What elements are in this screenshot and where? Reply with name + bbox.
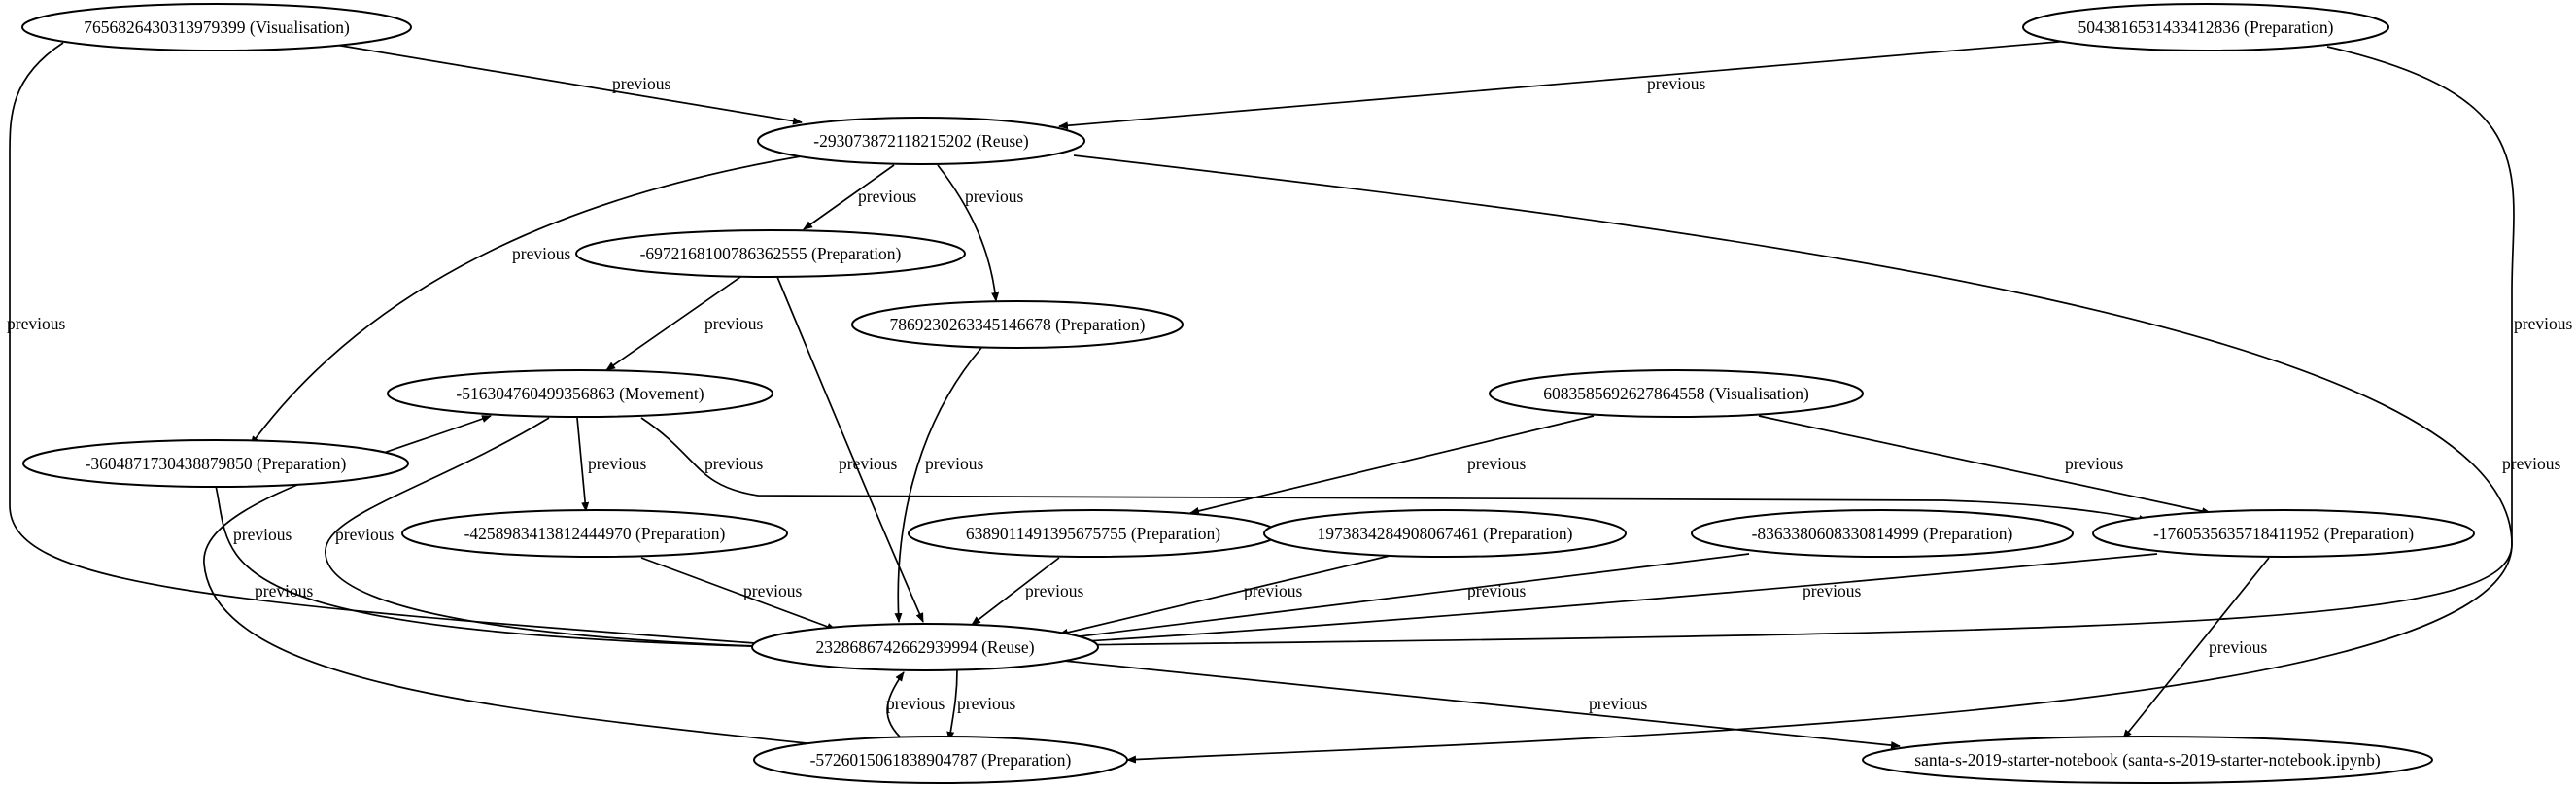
edge-preptop-to-reuse1: previous bbox=[1058, 40, 2071, 130]
edge-label: previous bbox=[512, 244, 570, 263]
node-visualisation-6083585692627864558[interactable]: 6083585692627864558 (Visualisation) bbox=[1489, 369, 1864, 418]
edge-vis1-to-reuse1: previous bbox=[334, 44, 803, 125]
edge-label: previous bbox=[839, 454, 897, 473]
node-label: -5726015061838904787 (Preparation) bbox=[810, 750, 1072, 770]
edge-label: previous bbox=[588, 454, 646, 473]
edge-prep638-to-reuse2: previous bbox=[971, 557, 1083, 626]
edge-mov-to-prep425: previous bbox=[576, 417, 646, 512]
node-label: -4258983413812444970 (Preparation) bbox=[464, 524, 726, 543]
edge-mov-to-prep176: previous bbox=[640, 417, 2148, 523]
node-preparation-1760535635718411952[interactable]: -1760535635718411952 (Preparation) bbox=[2092, 509, 2475, 558]
node-label: 2328686742662939994 (Reuse) bbox=[815, 637, 1034, 657]
node-label: 1973834284908067461 (Preparation) bbox=[1318, 524, 1573, 543]
edge-preptop-to-reuse2: previous bbox=[1063, 46, 2572, 649]
edge-label: previous bbox=[886, 694, 945, 713]
node-label: -293073872118215202 (Reuse) bbox=[813, 131, 1029, 151]
node-preparation-5043816531433412836[interactable]: 5043816531433412836 (Preparation) bbox=[2022, 3, 2389, 51]
node-visualisation-7656826430313979399[interactable]: 7656826430313979399 (Visualisation) bbox=[21, 3, 412, 51]
node-label: 6389011491395675755 (Preparation) bbox=[966, 524, 1220, 543]
edge-prep572-to-reuse2: previous bbox=[886, 671, 945, 741]
node-preparation-8363380608330814999[interactable]: -8363380608330814999 (Preparation) bbox=[1691, 509, 2074, 558]
edge-label: previous bbox=[233, 525, 292, 544]
edge-label: previous bbox=[1589, 694, 1647, 713]
edge-label: previous bbox=[2502, 454, 2560, 473]
edge-reuse1-to-prep572: previous bbox=[1073, 154, 2560, 764]
edge-label: previous bbox=[957, 694, 1015, 713]
node-label: 5043816531433412836 (Preparation) bbox=[2078, 17, 2334, 37]
edge-label: previous bbox=[704, 314, 763, 333]
edge-label: previous bbox=[1647, 74, 1705, 93]
edge-prep176-to-reuse2: previous bbox=[1068, 553, 2158, 646]
edge-prep836-to-reuse2: previous bbox=[1063, 553, 1750, 641]
node-label: santa-s-2019-starter-notebook (santa-s-2… bbox=[1914, 750, 2381, 770]
edge-label: previous bbox=[1803, 581, 1861, 600]
edge-label: previous bbox=[7, 314, 65, 333]
edge-vis1-to-reuse2: previous bbox=[7, 42, 783, 649]
node-preparation-1973834284908067461[interactable]: 1973834284908067461 (Preparation) bbox=[1263, 509, 1627, 558]
edge-reuse1-to-prep360: previous bbox=[250, 154, 807, 446]
node-label: -3604871730438879850 (Preparation) bbox=[86, 454, 347, 473]
edge-label: previous bbox=[1025, 581, 1083, 600]
edge-label: previous bbox=[612, 74, 670, 93]
edge-prep197-to-reuse2: previous bbox=[1058, 555, 1391, 636]
node-label: 6083585692627864558 (Visualisation) bbox=[1543, 384, 1809, 403]
node-preparation-6972168100786362555[interactable]: -6972168100786362555 (Preparation) bbox=[575, 229, 966, 278]
node-label: -516304760499356863 (Movement) bbox=[456, 384, 704, 403]
node-preparation-3604871730438879850[interactable]: -3604871730438879850 (Preparation) bbox=[22, 439, 409, 488]
edge-label: previous bbox=[704, 454, 763, 473]
node-label: -6972168100786362555 (Preparation) bbox=[640, 244, 902, 263]
edge-label: previous bbox=[335, 525, 394, 544]
node-preparation-7869230263345146678[interactable]: 7869230263345146678 (Preparation) bbox=[851, 300, 1184, 349]
edge-label: previous bbox=[2514, 314, 2572, 333]
edge-reuse2-to-santa: previous bbox=[1063, 660, 1901, 749]
edge-label: previous bbox=[743, 581, 802, 600]
node-santa-starter-notebook[interactable]: santa-s-2019-starter-notebook (santa-s-2… bbox=[1862, 736, 2433, 784]
node-preparation-5726015061838904787[interactable]: -5726015061838904787 (Preparation) bbox=[753, 736, 1128, 784]
edge-label: previous bbox=[1467, 581, 1526, 600]
node-movement-516304760499356863[interactable]: -516304760499356863 (Movement) bbox=[387, 369, 773, 418]
node-label: 7656826430313979399 (Visualisation) bbox=[84, 17, 350, 37]
edge-prep360-to-reuse2: previous bbox=[215, 485, 783, 651]
node-reuse-293073872118215202[interactable]: -293073872118215202 (Reuse) bbox=[757, 117, 1085, 165]
node-label: -8363380608330814999 (Preparation) bbox=[1752, 524, 2013, 543]
edge-reuse2-to-prep572: previous bbox=[946, 669, 1015, 741]
edge-vis2-to-prep176: previous bbox=[1758, 415, 2212, 516]
edge-prep697-to-reuse2: previous bbox=[776, 276, 924, 623]
node-label: 7869230263345146678 (Preparation) bbox=[890, 315, 1146, 334]
edge-reuse1-to-prep697: previous bbox=[803, 164, 916, 230]
edge-prep425-to-reuse2: previous bbox=[640, 557, 837, 631]
edge-label: previous bbox=[1244, 581, 1302, 600]
edge-prep786-to-reuse2: previous bbox=[894, 347, 983, 623]
node-reuse-2328686742662939994[interactable]: 2328686742662939994 (Reuse) bbox=[751, 623, 1099, 671]
edge-reuse1-to-prep786: previous bbox=[937, 164, 1023, 302]
edge-label: previous bbox=[858, 187, 916, 206]
node-preparation-4258983413812444970[interactable]: -4258983413812444970 (Preparation) bbox=[401, 509, 788, 558]
edge-prep697-to-mov: previous bbox=[605, 274, 763, 371]
edge-label: previous bbox=[2209, 637, 2267, 657]
edge-vis2-to-prep638: previous bbox=[1189, 415, 1595, 515]
edge-label: previous bbox=[965, 187, 1023, 206]
node-preparation-6389011491395675755[interactable]: 6389011491395675755 (Preparation) bbox=[908, 509, 1279, 558]
edge-label: previous bbox=[2065, 454, 2123, 473]
edge-prep176-to-santa: previous bbox=[2122, 557, 2270, 739]
edge-mov-to-reuse2: previous bbox=[325, 417, 783, 651]
edge-label: previous bbox=[1467, 454, 1526, 473]
edge-label: previous bbox=[925, 454, 983, 473]
node-label: -1760535635718411952 (Preparation) bbox=[2153, 524, 2414, 543]
